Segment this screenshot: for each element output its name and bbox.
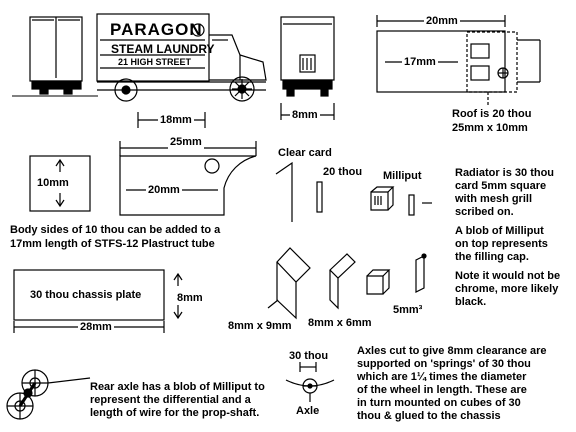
- axle-spring-detail: [285, 362, 335, 402]
- radiator-block: [370, 186, 395, 211]
- cab-cube-label: 5mm³: [393, 304, 423, 316]
- thou20-label: 20 thou: [323, 166, 363, 178]
- clear-card-part: [275, 161, 293, 222]
- milliput-label: Milliput: [383, 170, 422, 182]
- cab-part-8x6: [329, 253, 356, 310]
- body-back-panel: [29, 155, 91, 212]
- cab-part-8x9: [267, 247, 311, 320]
- truck-front-width-label: 8mm: [290, 109, 320, 122]
- truck-length-label: 18mm: [158, 114, 194, 127]
- cab-cube: [366, 269, 391, 295]
- truck-side-line1: STEAM LAUNDRY: [111, 42, 215, 56]
- body-side-length-label: 20mm: [146, 184, 182, 197]
- truck-front-view: [280, 16, 335, 120]
- cab-part-a-label: 8mm x 9mm: [228, 320, 292, 332]
- radiator-side-strip: [408, 194, 432, 216]
- body-side-width-label: 25mm: [168, 136, 204, 149]
- rear-axle-wheels: [6, 369, 91, 420]
- clear-card-label: Clear card: [278, 147, 332, 159]
- truck-side-line2: 21 HIGH STREET: [118, 57, 192, 67]
- body-sides-note-line1: Body sides of 10 thou can be added to a: [10, 224, 221, 236]
- chassis-plate-label: 30 thou chassis plate: [30, 289, 142, 301]
- roof-length-label: 17mm: [402, 56, 438, 69]
- thou30-label: 30 thou: [289, 350, 329, 362]
- truck-rear-view: [12, 16, 98, 97]
- radiator-note: Radiator is 30 thou card 5mm square with…: [455, 167, 561, 308]
- truck-name-text: PARAGON: [110, 20, 203, 39]
- axle-label: Axle: [296, 405, 320, 417]
- cab-part-b-label: 8mm x 6mm: [308, 317, 372, 329]
- body-side-panel: [119, 141, 257, 216]
- axle-note: Axles cut to give 8mm clearance are supp…: [357, 345, 547, 422]
- roof-width-label: 20mm: [424, 15, 460, 28]
- thou20-strip: [316, 181, 323, 213]
- body-back-dim-label: 10mm: [37, 177, 69, 189]
- roof-note-line1: Roof is 20 thou: [452, 108, 532, 120]
- chassis-height-label: 8mm: [177, 292, 203, 304]
- rear-axle-note: Rear axle has a blob of Milliput to repr…: [90, 381, 265, 419]
- chassis-length-label: 28mm: [78, 321, 114, 334]
- roof-note-line2: 25mm x 10mm: [452, 122, 528, 134]
- radiator-mesh-part: [415, 253, 427, 293]
- body-sides-note-line2: 17mm length of STFS-12 Plastruct tube: [10, 238, 215, 250]
- truck-side-view: [96, 13, 267, 102]
